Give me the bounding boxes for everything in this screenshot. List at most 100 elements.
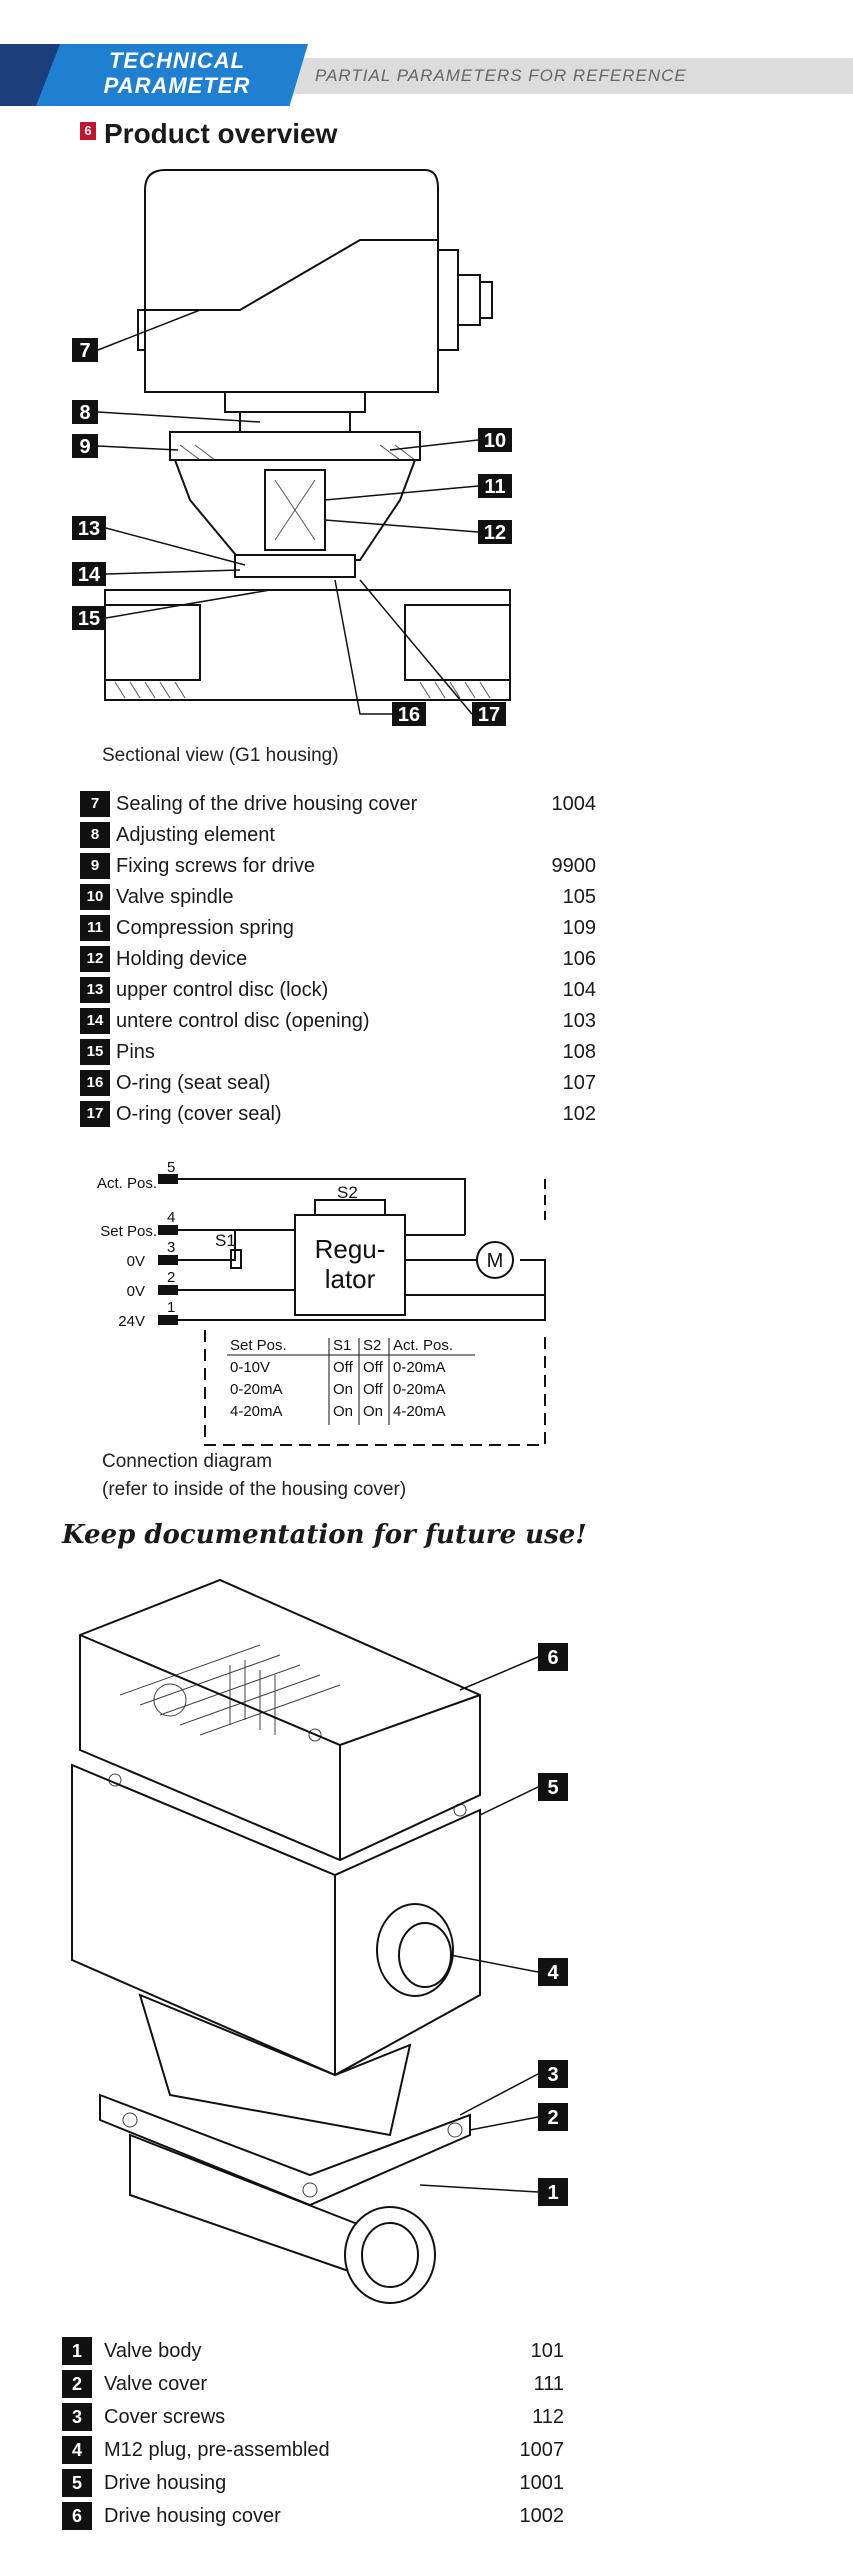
terminal-number-3: 3 (167, 1239, 175, 1256)
header-title-line1: TECHNICAL (108, 48, 246, 73)
part-label: Sealing of the drive housing cover (116, 792, 418, 815)
part-label: Holding device (116, 947, 248, 970)
part-label: Valve spindle (116, 885, 234, 908)
terminal-number-4: 4 (167, 1209, 175, 1226)
part-number-badge: 14 (80, 1008, 110, 1034)
callout-13: 13 (72, 516, 106, 540)
documentation-note: Keep documentation for future use! (62, 1520, 587, 1550)
part-code: 103 (562, 1009, 596, 1032)
part-number-badge: 11 (80, 915, 110, 941)
part-label: O-ring (cover seal) (116, 1102, 282, 1125)
regulator-line1: Regu- (315, 1234, 386, 1264)
part-code: 108 (562, 1040, 596, 1063)
terminal-number-5: 5 (167, 1160, 175, 1176)
switch-s2-label: S2 (337, 1183, 358, 1202)
motor-label: M (487, 1250, 504, 1272)
sectional-view-caption: Sectional view (G1 housing) (102, 745, 339, 766)
svg-text:2: 2 (547, 2107, 558, 2129)
terminal-label-0v-a: 0V (127, 1253, 145, 1270)
switch-table-header: S1 (333, 1337, 351, 1354)
callout-10: 10 (478, 428, 512, 452)
svg-text:3: 3 (547, 2064, 558, 2086)
callout-11: 11 (478, 474, 512, 498)
switch-table-cell: 0-20mA (393, 1381, 446, 1398)
callout-9: 9 (72, 434, 98, 458)
callout-5: 5 (538, 1773, 568, 1801)
part-code: 102 (562, 1102, 596, 1125)
part-code: 107 (562, 1071, 596, 1094)
part-label: Drive housing (104, 2471, 227, 2494)
header-title-line2: PARAMETER (103, 73, 251, 98)
switch-table-header: S2 (363, 1337, 381, 1354)
regulator-line2: lator (325, 1264, 376, 1294)
part-code: 1004 (551, 792, 597, 815)
part-code: 101 (530, 2339, 564, 2362)
part-code: 1002 (519, 2504, 565, 2527)
switch-table-cell: 0-20mA (393, 1359, 446, 1376)
list-item: 8 Adjusting element (80, 821, 596, 849)
switch-table-header: Act. Pos. (393, 1337, 453, 1354)
callout-16: 16 (392, 702, 426, 726)
part-code: 1007 (519, 2438, 565, 2461)
part-code: 1001 (519, 2471, 565, 2494)
part-label: Cover screws (104, 2405, 226, 2428)
switch-table-cell: 4-20mA (393, 1403, 446, 1420)
part-code: 109 (562, 916, 596, 939)
callout-4: 4 (538, 1958, 568, 1986)
switch-table-cell: Off (363, 1381, 384, 1398)
part-label: Adjusting element (116, 823, 275, 846)
svg-text:11: 11 (484, 476, 505, 498)
svg-text:4: 4 (547, 1962, 559, 1984)
header-subtitle: PARTIAL PARAMETERS FOR REFERENCE (315, 66, 687, 85)
part-code: 104 (562, 978, 596, 1001)
part-number-badge: 6 (62, 2502, 92, 2530)
switch-table-cell: 0-20mA (230, 1381, 283, 1398)
exterior-view-drawing: 6 5 4 3 2 1 (71, 1578, 568, 2304)
callout-17: 17 (472, 702, 506, 726)
callout-1: 1 (538, 2178, 568, 2206)
svg-text:5: 5 (547, 1777, 558, 1799)
callout-7: 7 (72, 338, 98, 362)
svg-text:17: 17 (478, 704, 500, 726)
part-number-badge: 9 (80, 853, 110, 879)
part-number-badge: 8 (80, 822, 110, 848)
switch-s1-label: S1 (215, 1231, 236, 1250)
callout-14: 14 (72, 562, 106, 586)
svg-text:7: 7 (79, 340, 90, 362)
switch-table-header: Set Pos. (230, 1337, 287, 1354)
terminal-label-0v-b: 0V (127, 1283, 145, 1300)
svg-text:13: 13 (78, 518, 100, 540)
terminal-label-set-pos: Set Pos. (100, 1223, 157, 1240)
callout-15: 15 (72, 606, 106, 630)
part-number-badge: 15 (80, 1039, 110, 1065)
part-label: Fixing screws for drive (116, 854, 315, 877)
part-label: Drive housing cover (104, 2504, 281, 2527)
switch-table-cell: Off (333, 1359, 354, 1376)
switch-table-cell: On (363, 1403, 383, 1420)
svg-text:1: 1 (547, 2182, 558, 2204)
terminal-number-2: 2 (167, 1269, 175, 1286)
part-number-badge: 7 (80, 791, 110, 817)
switch-table-cell: 4-20mA (230, 1403, 283, 1420)
switch-table-cell: 0-10V (230, 1359, 270, 1376)
part-label: untere control disc (opening) (116, 1009, 370, 1032)
callout-8: 8 (72, 400, 98, 424)
connection-caption-line2: (refer to inside of the housing cover) (102, 1479, 407, 1500)
part-code: 111 (533, 2372, 564, 2395)
part-label: M12 plug, pre-assembled (104, 2438, 330, 2461)
sectional-view-drawing: 7 8 9 10 11 12 13 14 15 16 17 (72, 169, 512, 726)
part-number-badge: 13 (80, 977, 110, 1003)
section-title: Product overview (104, 118, 338, 149)
connection-caption-line1: Connection diagram (102, 1451, 273, 1472)
